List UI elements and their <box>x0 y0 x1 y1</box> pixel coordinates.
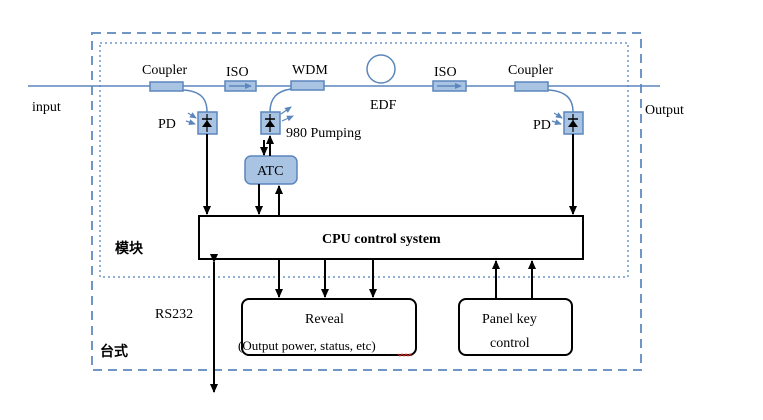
coupler-left-tap <box>182 89 208 113</box>
iso-right-label: ISO <box>434 65 457 80</box>
cpu-label: CPU control system <box>322 232 441 247</box>
panel-key-line1: Panel key <box>482 312 537 327</box>
pd-right-diode-icon <box>568 114 578 132</box>
input-label: input <box>32 100 61 115</box>
coupler-left-label: Coupler <box>142 63 187 78</box>
pump-emission-icon <box>280 106 294 122</box>
pump-diode-icon <box>265 114 275 132</box>
wdm-label: WDM <box>292 63 328 78</box>
spellcheck-squiggle <box>397 353 413 357</box>
rs232-label: RS232 <box>155 307 193 322</box>
pumping-label: 980 Pumping <box>286 126 361 141</box>
desktop-label: 台式 <box>100 343 128 360</box>
edf-label: EDF <box>370 98 397 113</box>
output-label: Output <box>645 103 684 118</box>
edf-coil <box>366 54 396 84</box>
panel-key-line2: control <box>490 336 530 351</box>
coupler-left <box>149 81 184 92</box>
coupler-right <box>514 81 549 92</box>
coupler-right-tap <box>547 89 574 113</box>
wdm <box>290 80 325 91</box>
reveal-subtitle: (Output power, status, etc) <box>238 338 376 353</box>
pd-left-label: PD <box>158 117 176 132</box>
pd-left-light-icon <box>185 112 197 125</box>
panel-key-block <box>458 298 573 356</box>
reveal-title: Reveal <box>305 312 344 327</box>
desktop-border <box>91 32 642 371</box>
pd-right-label: PD <box>533 118 551 133</box>
reveal-block <box>241 298 417 356</box>
wdm-pump-fiber <box>269 88 292 113</box>
cpu-control-block <box>198 215 584 260</box>
pd-right-light-icon <box>551 112 563 125</box>
atc-label: ATC <box>257 164 283 179</box>
module-label: 模块 <box>115 240 144 257</box>
coupler-right-label: Coupler <box>508 63 553 78</box>
iso-left-label: ISO <box>226 65 249 80</box>
module-border <box>99 42 629 278</box>
pd-left-diode-icon <box>202 114 212 132</box>
